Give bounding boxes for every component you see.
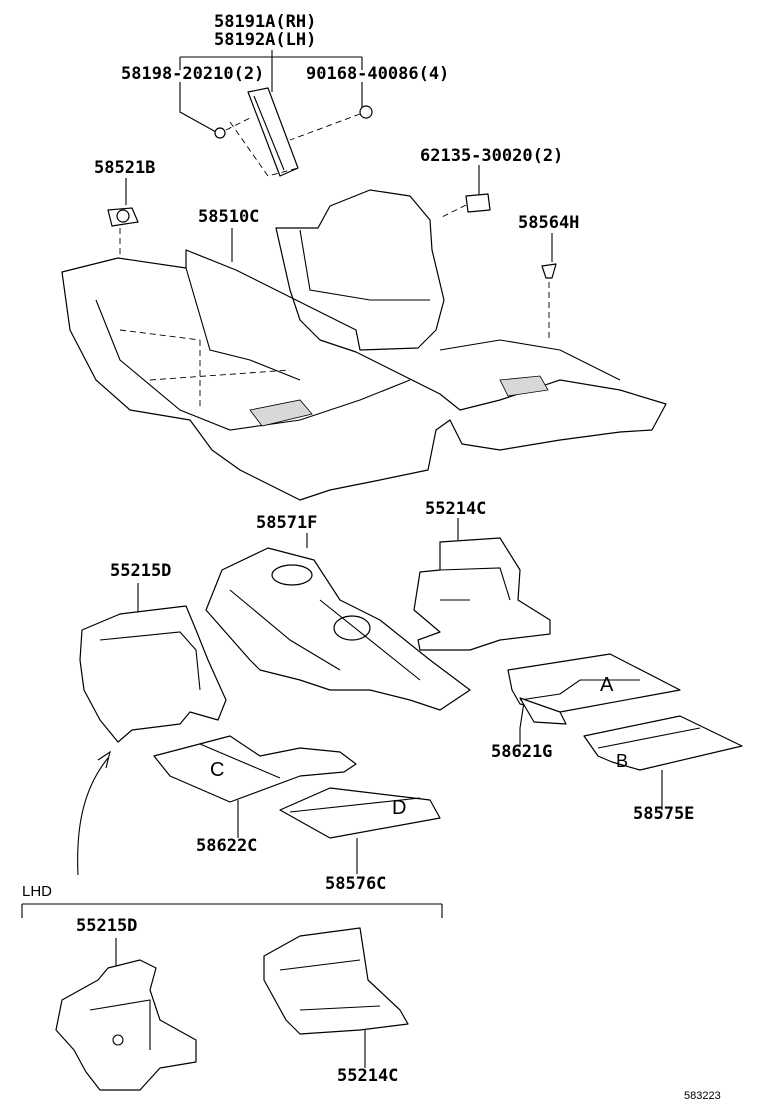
label-90168: 90168-40086(4): [306, 64, 450, 84]
sill-plate: [214, 87, 373, 177]
figure-code: 583223: [684, 1090, 721, 1102]
label-58564h: 58564H: [518, 213, 580, 233]
mat-c: [153, 735, 357, 803]
mat-letter-d: D: [392, 797, 407, 819]
label-58576c: 58576C: [325, 874, 387, 894]
mat-b: [583, 715, 743, 771]
mat-letter-b: B: [616, 751, 629, 771]
mat-letter-a: A: [600, 674, 614, 696]
label-55215d: 55215D: [110, 561, 172, 581]
label-58510c: 58510C: [198, 207, 260, 227]
label-58521b: 58521B: [94, 158, 156, 178]
mat-a: [507, 653, 681, 725]
section-label-lhd: LHD: [22, 883, 53, 900]
label-lhd-55214c: 55214C: [337, 1066, 399, 1086]
label-62135: 62135-30020(2): [420, 146, 564, 166]
label-58198: 58198-20210(2): [121, 64, 265, 84]
label-58571f: 58571F: [256, 513, 318, 533]
label-58575e: 58575E: [633, 804, 695, 824]
label-55214c: 55214C: [425, 499, 487, 519]
front-pad: [79, 605, 227, 743]
label-58622c: 58622C: [196, 836, 258, 856]
leader-lines: [21, 50, 663, 1068]
lhd-front-pad: [55, 959, 197, 1091]
label-58191a: 58191A(RH): [214, 12, 317, 32]
lhd-rear-pad: [263, 927, 409, 1035]
label-58192a: 58192A(LH): [214, 30, 317, 50]
label-lhd-55215d: 55215D: [76, 916, 138, 936]
clips: [107, 193, 557, 370]
mat-letter-c: C: [210, 759, 225, 781]
mat-d: [279, 787, 441, 839]
label-58621g: 58621G: [491, 742, 553, 762]
tunnel-pad: [205, 547, 471, 711]
floor-carpet: [61, 189, 667, 501]
rear-pad: [413, 537, 551, 651]
